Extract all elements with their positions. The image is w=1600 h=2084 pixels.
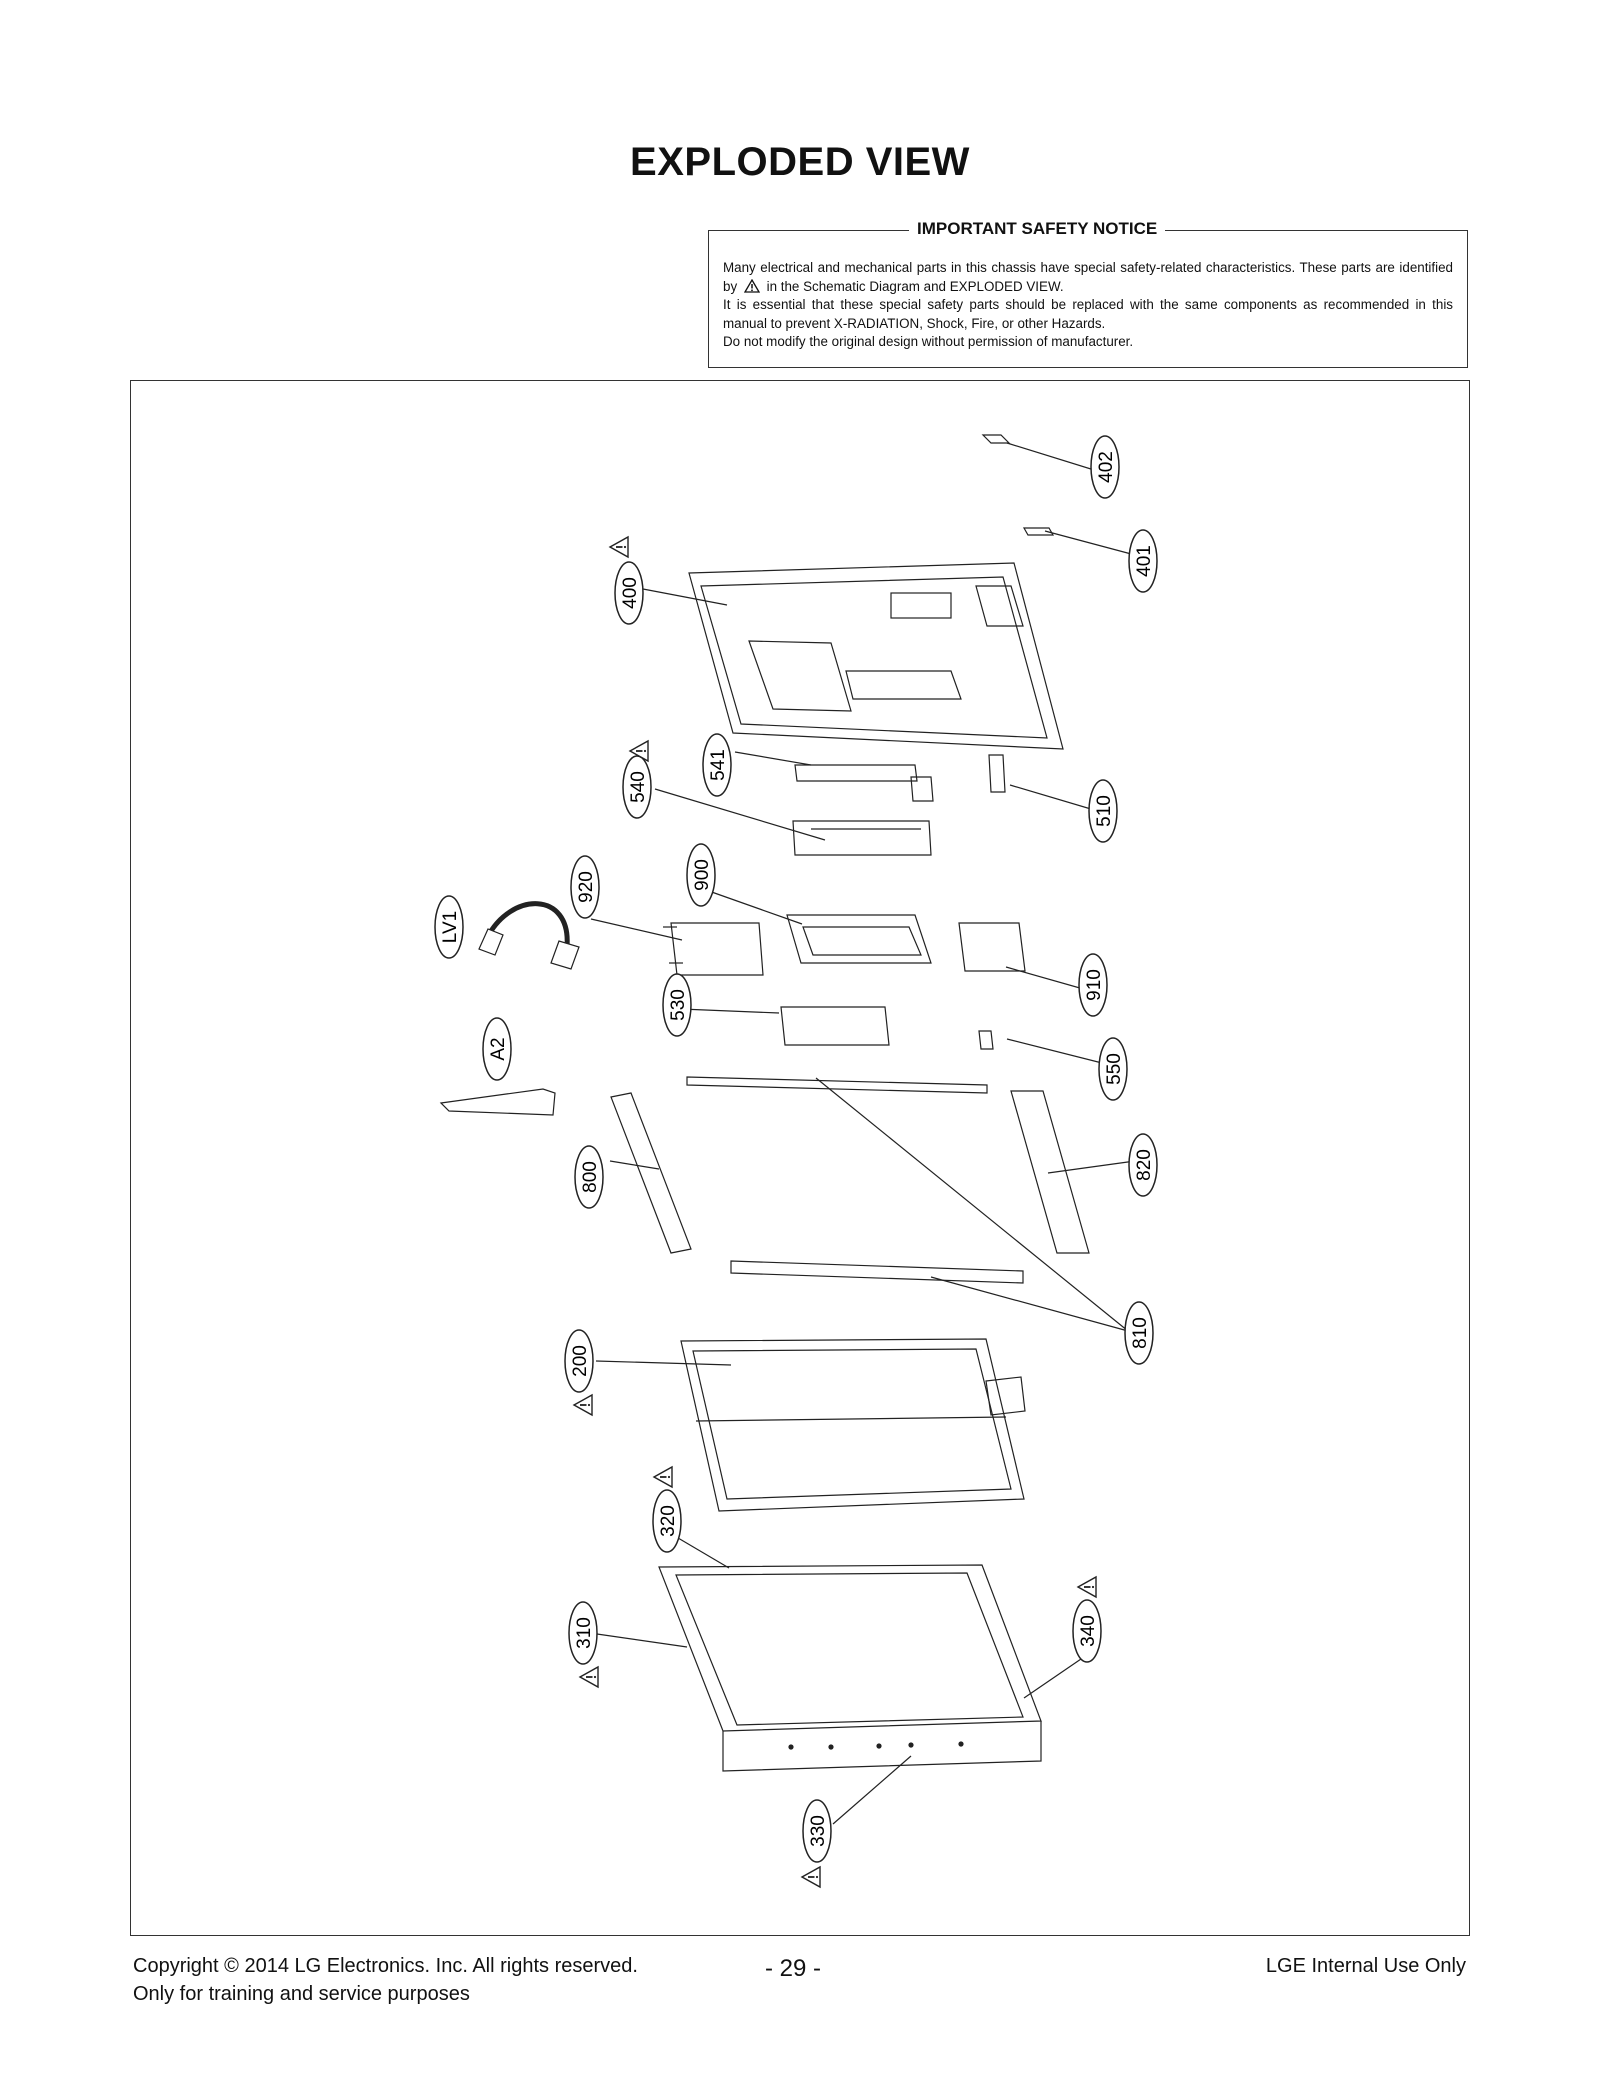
safety-notice: IMPORTANT SAFETY NOTICE Many electrical …: [708, 219, 1468, 368]
notice-line-1b: in the Schematic Diagram and EXPLODED VI…: [766, 278, 1064, 294]
callout-800: 800: [580, 1161, 601, 1193]
warning-icon: [1077, 1576, 1097, 1598]
callout-200: 200: [570, 1345, 591, 1377]
callout-910: 910: [1084, 969, 1105, 1001]
callout-510: 510: [1094, 795, 1115, 827]
callout-400: 400: [620, 577, 641, 609]
callout-a2: A2: [488, 1037, 509, 1060]
internal-use-label: LGE Internal Use Only: [1265, 1955, 1466, 1977]
warning-icon: [579, 1666, 599, 1688]
safety-notice-body: Many electrical and mechanical parts in …: [723, 259, 1453, 352]
callout-330: 330: [808, 1815, 829, 1847]
copyright-text: Copyright © 2014 LG Electronics. Inc. Al…: [133, 1955, 638, 1977]
notice-line-1a: Many electrical and mechanical parts in …: [723, 260, 1453, 294]
callout-540: 540: [628, 771, 649, 803]
page-title: EXPLODED VIEW: [630, 140, 970, 184]
warning-icon: [573, 1394, 593, 1416]
notice-line-3: Do not modify the original design withou…: [723, 334, 1134, 349]
warning-icon: [609, 536, 629, 558]
callout-920: 920: [576, 871, 597, 903]
callout-541: 541: [708, 749, 729, 781]
callout-310: 310: [574, 1617, 595, 1649]
callout-320: 320: [658, 1505, 679, 1537]
callout-401: 401: [1134, 545, 1155, 577]
warning-icon: [801, 1866, 821, 1888]
exploded-diagram: 402 401 400 541 540 510 920 900 LV1 910 …: [130, 380, 1470, 1936]
training-notice: Only for training and service purposes: [133, 1983, 470, 2005]
callout-900: 900: [692, 859, 713, 891]
safety-notice-title: IMPORTANT SAFETY NOTICE: [909, 219, 1166, 239]
exploded-drawing: 402 401 400 541 540 510 920 900 LV1 910 …: [434, 434, 1158, 1888]
callout-810: 810: [1130, 1317, 1151, 1349]
callout-lv1: LV1: [440, 911, 461, 943]
callout-530: 530: [668, 989, 689, 1021]
callout-550: 550: [1104, 1053, 1125, 1085]
callout-340: 340: [1078, 1615, 1099, 1647]
callout-402: 402: [1096, 451, 1117, 483]
page-number: - 29 -: [765, 1955, 822, 1982]
notice-line-2: It is essential that these special safet…: [723, 297, 1453, 331]
warning-icon: [743, 278, 761, 293]
callout-820: 820: [1134, 1149, 1155, 1181]
warning-icon: [653, 1466, 673, 1488]
